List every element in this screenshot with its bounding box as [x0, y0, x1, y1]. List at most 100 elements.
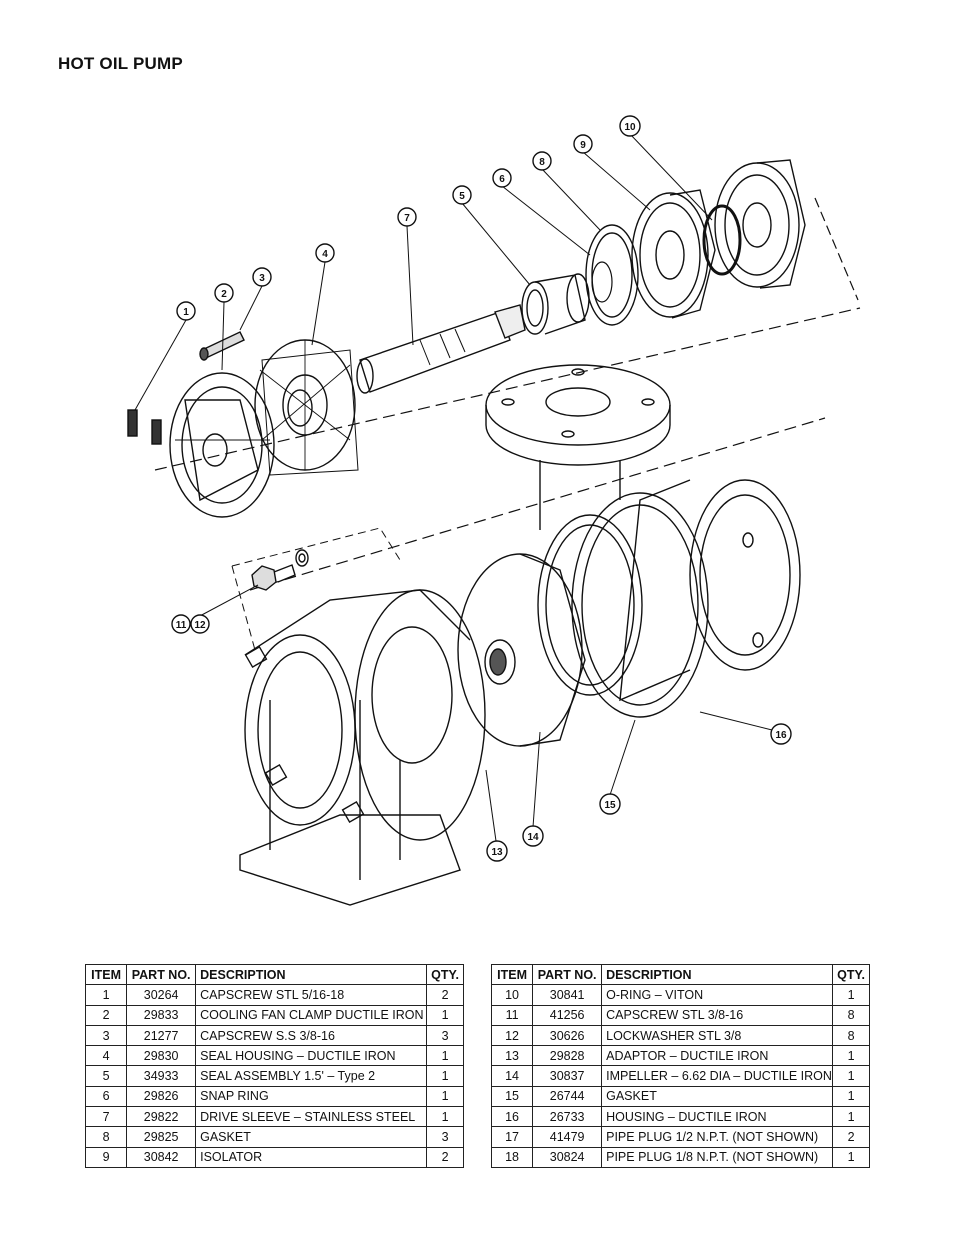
- cooling-fan-clamp: [169, 372, 275, 518]
- cell-part-no: 30837: [532, 1065, 603, 1087]
- pump-housing: [619, 479, 801, 702]
- cell-item: 4: [84, 1045, 128, 1067]
- header-description: DESCRIPTION: [195, 963, 428, 986]
- cell-part-no: 21277: [126, 1024, 197, 1047]
- cell-part-no: 26733: [532, 1106, 603, 1128]
- callout-5: 5: [452, 185, 472, 205]
- cell-qty: 1: [426, 1004, 464, 1026]
- cell-qty: 1: [832, 1065, 870, 1087]
- callout-14: 14: [522, 825, 544, 847]
- o-ring: [702, 204, 742, 276]
- cell-part-no: 29833: [126, 1004, 197, 1026]
- cell-description: COOLING FAN CLAMP DUCTILE IRON: [195, 1004, 428, 1026]
- cell-item: 7: [84, 1106, 128, 1128]
- exploded-pump-diagram: 1 2 3 4 5 6 7 8 9 10 11 12 13 14 15 16: [127, 115, 861, 906]
- svg-text:7: 7: [404, 213, 410, 224]
- cell-description: GASKET: [195, 1126, 428, 1148]
- cell-description: SEAL ASSEMBLY 1.5' – Type 2: [195, 1065, 428, 1087]
- header-part-no: PART NO.: [126, 963, 197, 986]
- svg-text:6: 6: [499, 174, 505, 185]
- cell-item: 11: [490, 1004, 534, 1026]
- svg-text:16: 16: [775, 730, 787, 741]
- cell-item: 5: [84, 1065, 128, 1087]
- cell-qty: 1: [832, 1146, 870, 1168]
- cell-description: CAPSCREW STL 5/16-18: [195, 984, 428, 1006]
- cell-item: 2: [84, 1004, 128, 1026]
- svg-text:8: 8: [539, 157, 545, 168]
- cell-part-no: 29822: [126, 1106, 197, 1128]
- callout-2: 2: [214, 283, 234, 303]
- callout-3: 3: [252, 267, 272, 287]
- seal-housing: [254, 339, 359, 476]
- cell-qty: 1: [832, 1045, 870, 1067]
- cell-part-no: 41256: [532, 1004, 603, 1026]
- svg-text:2: 2: [221, 289, 227, 300]
- cell-qty: 1: [832, 984, 870, 1006]
- header-part-no: PART NO.: [532, 963, 603, 986]
- callout-4: 4: [315, 243, 335, 263]
- cell-part-no: 30842: [126, 1146, 197, 1168]
- seal-assembly: [521, 273, 590, 335]
- cell-part-no: 29826: [126, 1085, 197, 1108]
- cell-description: SNAP RING: [195, 1085, 428, 1108]
- cell-part-no: 30264: [126, 984, 197, 1006]
- cell-qty: 8: [832, 1024, 870, 1047]
- cell-qty: 1: [832, 1106, 870, 1128]
- svg-text:11: 11: [176, 620, 187, 631]
- capscrew-part-1: [127, 409, 162, 445]
- cell-item: 14: [490, 1065, 534, 1087]
- cell-part-no: 30841: [532, 984, 603, 1006]
- isolator-second: [714, 159, 806, 289]
- cell-description: CAPSCREW S.S 3/8-16: [195, 1024, 428, 1047]
- callout-11: 11: [171, 614, 191, 634]
- isolator: [631, 189, 716, 319]
- svg-text:9: 9: [580, 140, 586, 151]
- cell-qty: 1: [832, 1085, 870, 1108]
- svg-text:13: 13: [491, 847, 503, 858]
- cell-item: 18: [490, 1146, 534, 1168]
- cell-qty: 3: [426, 1024, 464, 1047]
- cell-item: 15: [490, 1085, 534, 1108]
- svg-text:10: 10: [624, 122, 636, 133]
- callout-6: 6: [492, 168, 512, 188]
- header-item: ITEM: [84, 963, 128, 986]
- cell-item: 17: [490, 1126, 534, 1148]
- cell-qty: 8: [832, 1004, 870, 1026]
- drive-sleeve: [356, 304, 526, 394]
- cell-part-no: 41479: [532, 1126, 603, 1148]
- table-header-row: ITEM PART NO. DESCRIPTION QTY.: [84, 963, 464, 986]
- callout-16: 16: [770, 723, 792, 745]
- centerline-upper: [154, 307, 861, 471]
- cell-qty: 1: [426, 1065, 464, 1087]
- cell-description: PIPE PLUG 1/8 N.P.T. (NOT SHOWN): [601, 1146, 834, 1168]
- cell-part-no: 34933: [126, 1065, 197, 1087]
- svg-text:5: 5: [459, 191, 465, 202]
- callout-9: 9: [573, 134, 593, 154]
- cell-part-no: 29828: [532, 1045, 603, 1067]
- cell-description: SEAL HOUSING – DUCTILE IRON: [195, 1045, 428, 1067]
- cell-part-no: 29825: [126, 1126, 197, 1148]
- cell-description: LOCKWASHER STL 3/8: [601, 1024, 834, 1047]
- callout-12: 12: [190, 614, 210, 634]
- cell-qty: 2: [832, 1126, 870, 1148]
- cell-qty: 1: [426, 1085, 464, 1108]
- cell-item: 9: [84, 1146, 128, 1168]
- gasket-part-8: [585, 224, 639, 326]
- gasket-part-15: [537, 492, 709, 718]
- svg-text:1: 1: [183, 307, 189, 318]
- header-qty: QTY.: [832, 963, 870, 986]
- svg-text:3: 3: [259, 273, 265, 284]
- header-qty: QTY.: [426, 963, 464, 986]
